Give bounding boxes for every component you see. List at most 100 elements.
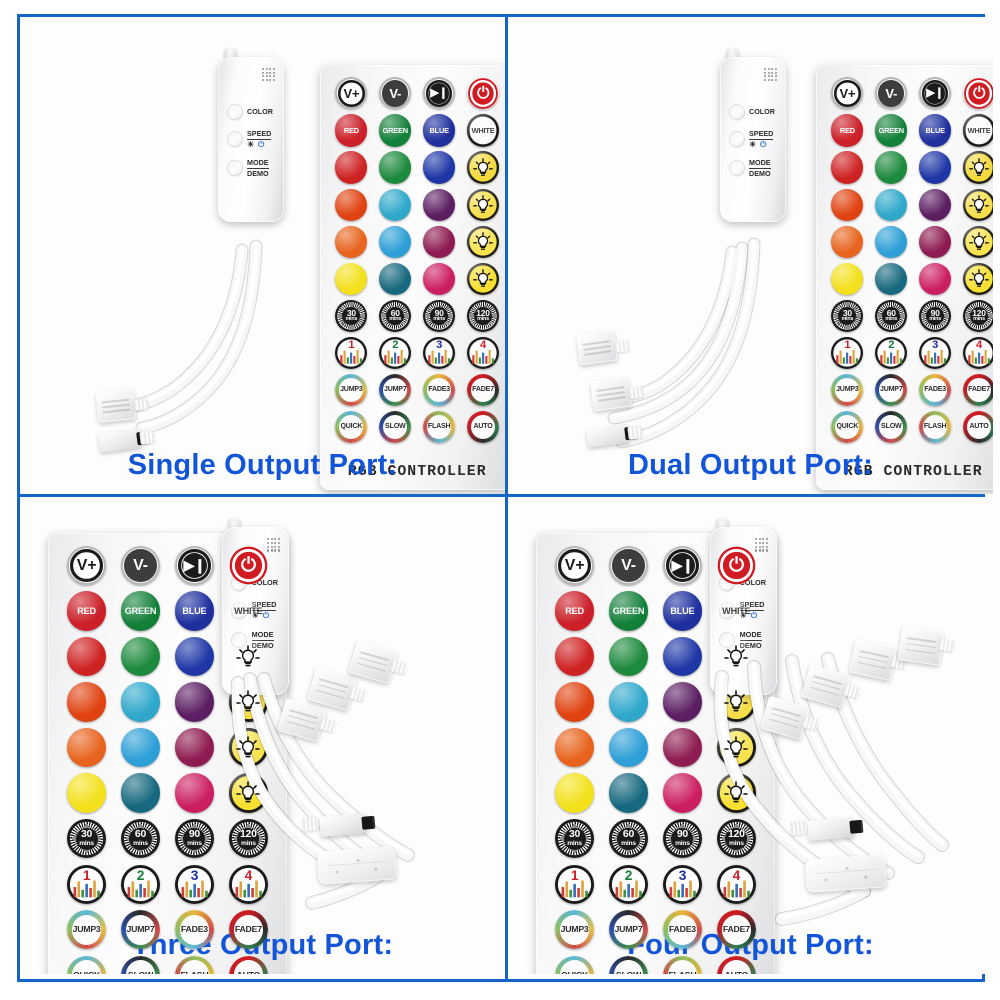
female-connector-3[interactable]	[848, 639, 898, 681]
music-mode-3-button[interactable]: 3	[423, 336, 456, 369]
color-swatch-orange-red[interactable]	[831, 188, 864, 221]
red-button[interactable]: RED	[335, 114, 368, 147]
color-swatch-orange-red[interactable]	[335, 188, 368, 221]
color-swatch-magenta[interactable]	[174, 727, 215, 768]
music-mode-4-button[interactable]: 4	[467, 336, 500, 369]
volume-down-button[interactable]: V-	[379, 77, 412, 110]
female-connector-1[interactable]	[95, 389, 137, 423]
music-mode-3-button[interactable]: 3	[662, 864, 703, 904]
blue-button[interactable]: BLUE	[662, 591, 703, 631]
color-swatch-red[interactable]	[335, 151, 368, 184]
female-connector-4[interactable]	[897, 626, 945, 666]
color-swatch-magenta[interactable]	[423, 225, 456, 258]
brightness-down-button[interactable]	[716, 682, 757, 722]
flash-button[interactable]: FLASH	[919, 410, 952, 443]
fade3-button[interactable]: FADE3	[919, 373, 952, 406]
color-swatch-yellow[interactable]	[831, 262, 864, 295]
volume-up-button[interactable]: V+	[66, 545, 107, 586]
fade3-button[interactable]: FADE3	[662, 910, 703, 950]
music-mode-4-button[interactable]: 4	[963, 336, 993, 369]
color-swatch-purple[interactable]	[423, 188, 456, 221]
play-pause-button[interactable]: ▶❙	[662, 545, 703, 586]
white-button[interactable]: WHITE	[228, 591, 269, 631]
jump3-button[interactable]: JUMP3	[335, 373, 368, 406]
blue-button[interactable]: BLUE	[174, 591, 215, 631]
color-swatch-yellow[interactable]	[66, 773, 107, 813]
play-pause-button[interactable]: ▶❙	[423, 77, 456, 110]
quick-button[interactable]: QUICK	[66, 955, 107, 974]
jump7-button[interactable]: JUMP7	[608, 910, 649, 950]
volume-down-button[interactable]: V-	[608, 545, 649, 586]
brightness-max-button[interactable]	[228, 773, 269, 813]
music-mode-2-button[interactable]: 2	[608, 864, 649, 904]
color-swatch-orange-red[interactable]	[66, 682, 107, 722]
slow-button[interactable]: SLOW	[608, 955, 649, 974]
color-swatch-yellow[interactable]	[554, 773, 595, 813]
mode-demo-button[interactable]	[729, 160, 745, 176]
color-swatch-green[interactable]	[120, 636, 161, 677]
slow-button[interactable]: SLOW	[120, 955, 161, 974]
brightness-down-button[interactable]	[228, 682, 269, 722]
green-button[interactable]: GREEN	[120, 591, 161, 631]
quick-button[interactable]: QUICK	[554, 955, 595, 974]
power-button[interactable]: ⏻	[963, 77, 993, 110]
color-swatch-blue[interactable]	[174, 636, 215, 677]
music-mode-1-button[interactable]: 1	[335, 336, 368, 369]
volume-up-button[interactable]: V+	[554, 545, 595, 586]
fade7-button[interactable]: FADE7	[963, 373, 993, 406]
auto-button[interactable]: AUTO	[467, 410, 500, 443]
slow-button[interactable]: SLOW	[379, 410, 412, 443]
color-button[interactable]	[227, 104, 243, 120]
brightness-step-button[interactable]	[716, 727, 757, 768]
volume-up-button[interactable]: V+	[831, 77, 864, 110]
fade7-button[interactable]: FADE7	[716, 910, 757, 950]
color-swatch-magenta[interactable]	[919, 225, 952, 258]
color-swatch-sky[interactable]	[379, 225, 412, 258]
green-button[interactable]: GREEN	[608, 591, 649, 631]
power-button[interactable]: ⏻	[467, 77, 500, 110]
volume-up-button[interactable]: V+	[335, 77, 368, 110]
quick-button[interactable]: QUICK	[831, 410, 864, 443]
play-pause-button[interactable]: ▶❙	[174, 545, 215, 586]
jump3-button[interactable]: JUMP3	[831, 373, 864, 406]
color-swatch-orange[interactable]	[831, 225, 864, 258]
color-swatch-orange[interactable]	[335, 225, 368, 258]
male-connector-1[interactable]	[807, 817, 864, 841]
color-swatch-blue[interactable]	[662, 636, 703, 677]
color-swatch-sky[interactable]	[120, 727, 161, 768]
color-swatch-teal[interactable]	[120, 773, 161, 813]
auto-button[interactable]: AUTO	[228, 955, 269, 974]
red-button[interactable]: RED	[831, 114, 864, 147]
jump3-button[interactable]: JUMP3	[66, 910, 107, 950]
color-swatch-magenta[interactable]	[662, 727, 703, 768]
green-button[interactable]: GREEN	[875, 114, 908, 147]
music-mode-3-button[interactable]: 3	[174, 864, 215, 904]
blue-button[interactable]: BLUE	[919, 114, 952, 147]
auto-button[interactable]: AUTO	[963, 410, 993, 443]
brightness-max-button[interactable]	[467, 262, 500, 295]
music-mode-1-button[interactable]: 1	[831, 336, 864, 369]
volume-down-button[interactable]: V-	[875, 77, 908, 110]
auto-button[interactable]: AUTO	[716, 955, 757, 974]
female-connector-2[interactable]	[801, 663, 851, 709]
color-swatch-teal[interactable]	[608, 773, 649, 813]
brightness-up-button[interactable]	[716, 636, 757, 677]
brightness-up-button[interactable]	[228, 636, 269, 677]
fade7-button[interactable]: FADE7	[467, 373, 500, 406]
brightness-max-button[interactable]	[963, 262, 993, 295]
